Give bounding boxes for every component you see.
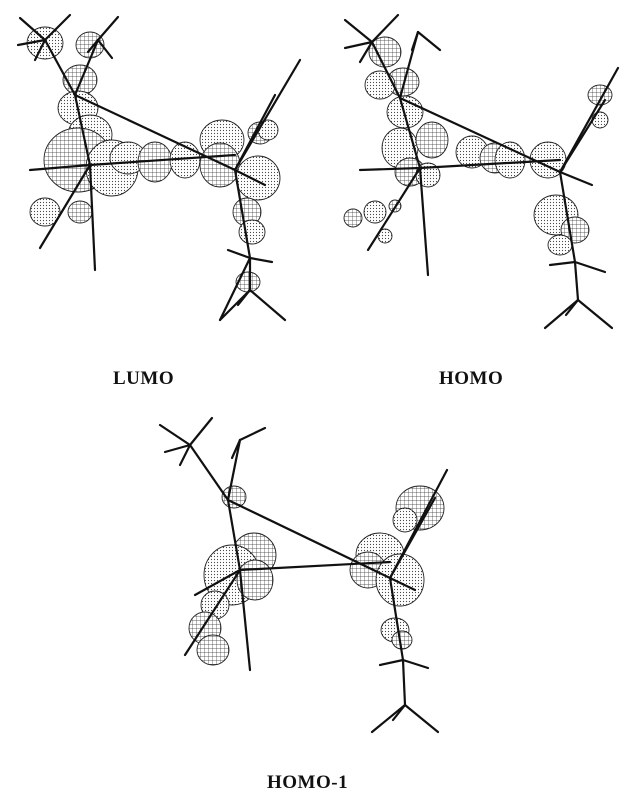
homo-1-molecule-bonds [158, 416, 449, 734]
lumo-molecule-bonds [16, 13, 302, 322]
homo-orbital-lobes [343, 36, 613, 256]
homo-label: HOMO [439, 368, 504, 389]
homo-1-label: HOMO-1 [267, 772, 349, 793]
homo-1-panel [158, 416, 449, 734]
homo-panel [343, 13, 620, 330]
homo-molecule-bonds [343, 13, 620, 330]
lumo-orbital-lobes [26, 26, 281, 293]
lumo-label: LUMO [113, 368, 175, 389]
homo-1-orbital-lobes [188, 485, 445, 666]
lumo-panel [16, 13, 302, 322]
